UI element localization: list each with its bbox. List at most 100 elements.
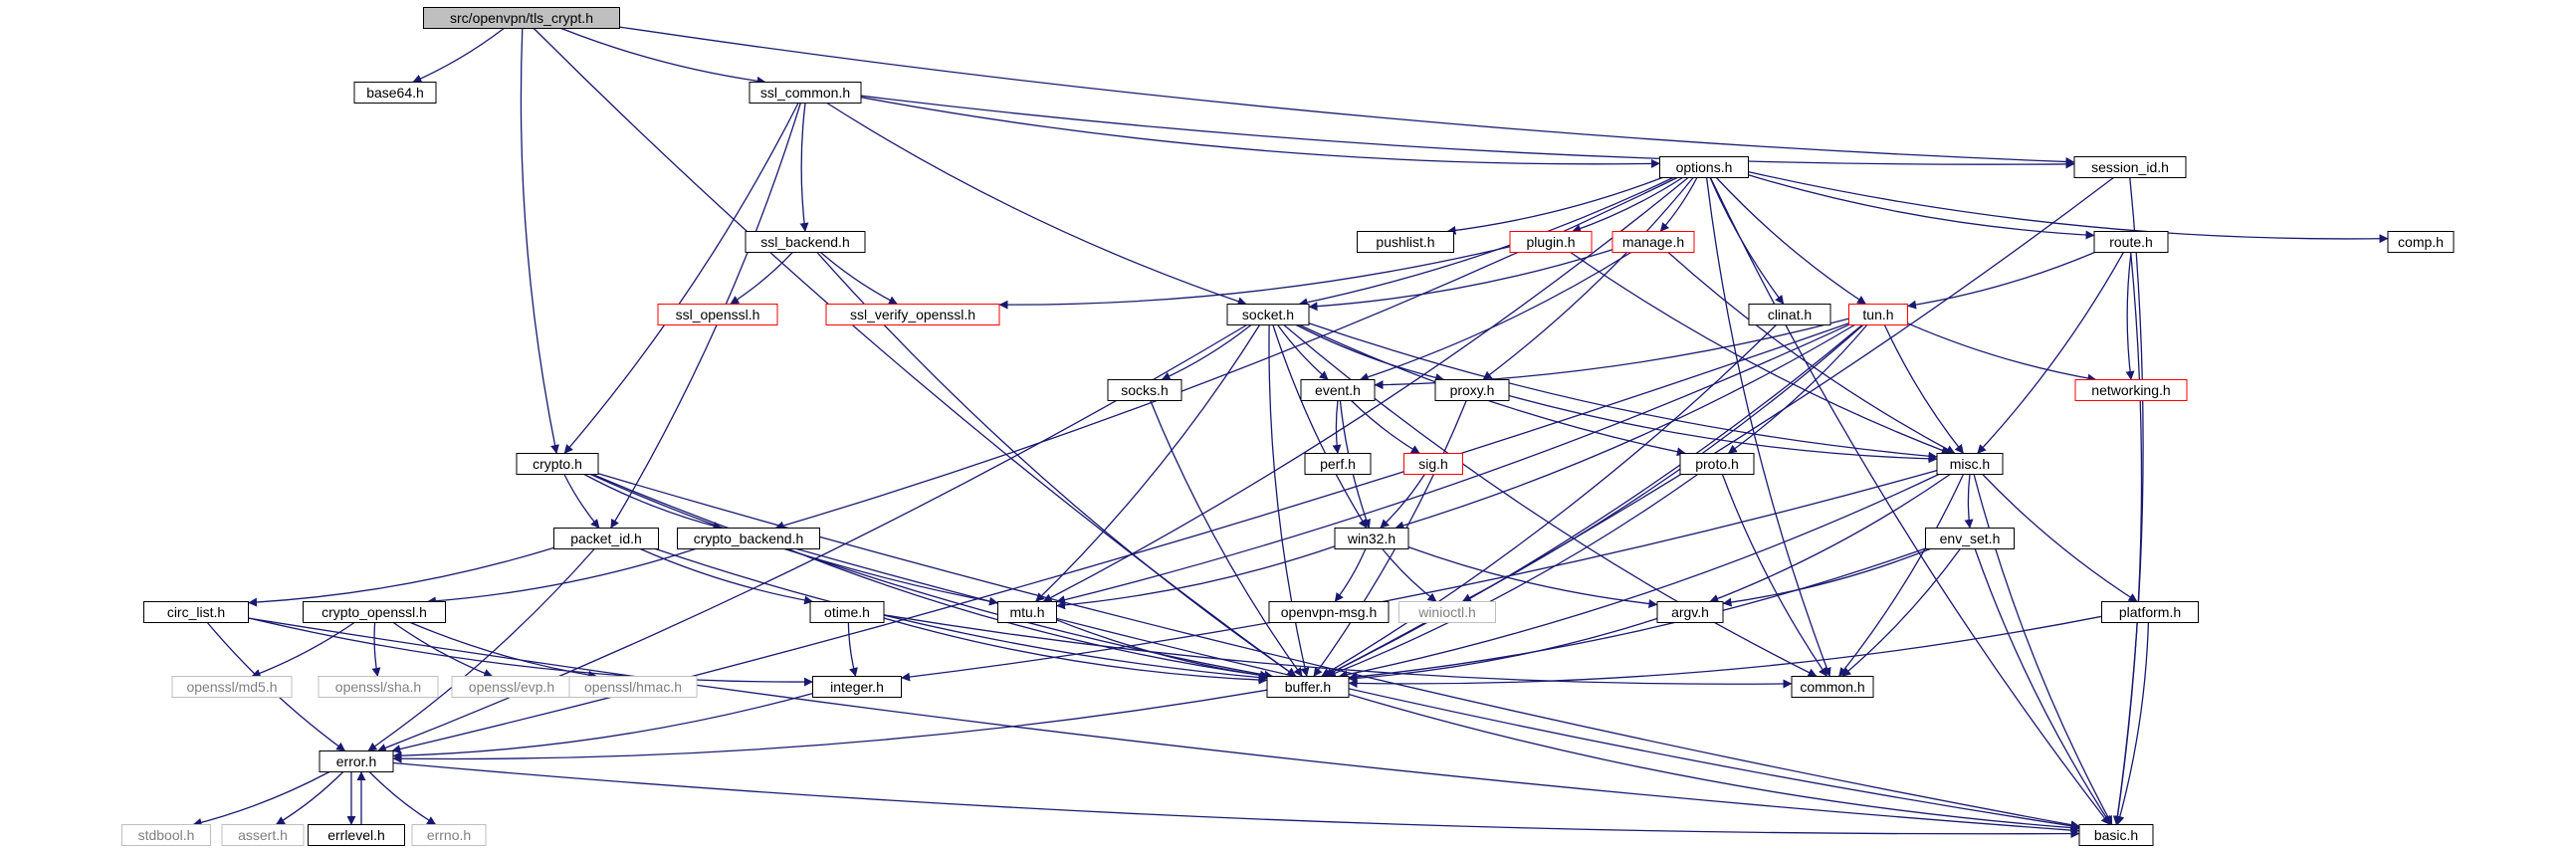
node-win32[interactable]: win32.h	[1334, 528, 1409, 549]
node-options[interactable]: options.h	[1659, 156, 1749, 178]
include-edge-socket-to-win32	[1272, 324, 1368, 529]
node-errlevel[interactable]: errlevel.h	[308, 824, 405, 846]
node-box	[1403, 453, 1463, 475]
include-edge-options-to-socket	[1298, 176, 1674, 308]
node-label: packet_id.h	[570, 531, 642, 546]
include-edge-env_set-to-buffer	[1348, 547, 1926, 682]
node-ssl-common[interactable]: ssl_common.h	[749, 82, 862, 104]
node-box	[997, 601, 1057, 623]
node-label: stdbool.h	[138, 827, 195, 843]
edge-layer	[192, 26, 2389, 839]
node-box	[2074, 379, 2188, 401]
node-tun[interactable]: tun.h	[1848, 304, 1908, 325]
node-clinat[interactable]: clinat.h	[1748, 304, 1831, 325]
include-edge-packet_id-to-otime	[640, 547, 814, 605]
include-edge-options-to-comp	[1748, 170, 2389, 244]
node-crypto-openssl[interactable]: crypto_openssl.h	[303, 601, 446, 623]
include-edge-tun-to-proto	[1727, 324, 1868, 455]
node-box	[812, 676, 902, 698]
include-edge-crypto_backend-to-crypto_openssl	[426, 547, 696, 606]
include-edge-crypto_openssl-to-openssl_md5	[251, 621, 355, 678]
node-ssl-openssl[interactable]: ssl_openssl.h	[657, 304, 778, 325]
node-pushlist[interactable]: pushlist.h	[1357, 231, 1454, 253]
node-label: errno.h	[427, 827, 471, 843]
node-label: socket.h	[1242, 307, 1294, 322]
node-label: networking.h	[2091, 382, 2170, 398]
node-box	[809, 601, 885, 623]
node-box	[1656, 601, 1724, 623]
node-label: options.h	[1676, 159, 1733, 175]
node-ssl-verify-openssl[interactable]: ssl_verify_openssl.h	[825, 304, 1000, 325]
node-crypto-backend[interactable]: crypto_backend.h	[677, 528, 820, 549]
node-label: platform.h	[2119, 604, 2181, 620]
node-perf[interactable]: perf.h	[1304, 453, 1372, 475]
node-event[interactable]: event.h	[1300, 379, 1376, 401]
include-edge-env_set-to-argv	[1722, 547, 1931, 607]
node-box	[745, 231, 866, 253]
node-mtu[interactable]: mtu.h	[997, 601, 1057, 623]
node-proxy[interactable]: proxy.h	[1434, 379, 1510, 401]
include-edge-ssl_common-to-options	[860, 97, 1660, 168]
node-label: base64.h	[366, 85, 424, 101]
node-openvpn-msg[interactable]: openvpn-msg.h	[1268, 601, 1390, 623]
node-label: openvpn-msg.h	[1281, 604, 1378, 620]
node-label: ssl_openssl.h	[676, 307, 760, 322]
include-edge-tls_crypt-to-buffer	[533, 28, 1297, 678]
node-box	[568, 676, 698, 698]
node-basic[interactable]: basic.h	[2078, 824, 2154, 846]
node-sig[interactable]: sig.h	[1403, 453, 1463, 475]
node-env-set[interactable]: env_set.h	[1925, 528, 2015, 549]
node-session-id[interactable]: session_id.h	[2073, 156, 2187, 178]
node-box	[1611, 231, 1695, 253]
node-circ-list[interactable]: circ_list.h	[143, 601, 249, 623]
include-edge-options-to-manage	[1659, 177, 1698, 232]
node-box	[2093, 231, 2169, 253]
node-packet-id[interactable]: packet_id.h	[553, 528, 659, 549]
node-box	[1268, 601, 1390, 623]
include-edge-error-to-stdbool	[192, 770, 330, 827]
node-plugin[interactable]: plugin.h	[1509, 231, 1593, 253]
include-edge-options-to-proxy	[1482, 177, 1694, 381]
include-edge-integer-to-error	[392, 692, 813, 760]
include-edge-sig-to-win32	[1380, 474, 1425, 529]
node-label: plugin.h	[1526, 234, 1575, 250]
node-base64[interactable]: base64.h	[353, 82, 437, 104]
node-common[interactable]: common.h	[1791, 676, 1874, 698]
include-edge-route-to-basic	[2113, 252, 2143, 825]
node-ssl-backend[interactable]: ssl_backend.h	[745, 231, 866, 253]
node-label: pushlist.h	[1376, 234, 1434, 250]
node-tls-crypt[interactable]: src/openvpn/tls_crypt.h	[423, 7, 620, 29]
include-edge-packet_id-to-circ_list	[248, 546, 554, 607]
node-platform[interactable]: platform.h	[2101, 601, 2199, 623]
node-misc[interactable]: misc.h	[1936, 453, 2004, 475]
node-label: errlevel.h	[327, 827, 385, 843]
node-label: src/openvpn/tls_crypt.h	[450, 10, 593, 26]
node-buffer[interactable]: buffer.h	[1266, 676, 1350, 698]
node-manage[interactable]: manage.h	[1611, 231, 1695, 253]
node-route[interactable]: route.h	[2093, 231, 2169, 253]
node-integer[interactable]: integer.h	[812, 676, 902, 698]
node-box	[1679, 453, 1755, 475]
node-label: manage.h	[1622, 234, 1684, 250]
include-edge-crypto-to-packet_id	[563, 474, 600, 529]
include-edge-tun-to-mtu	[1056, 323, 1849, 605]
include-edge-platform-to-buffer	[1348, 615, 2102, 689]
node-socket[interactable]: socket.h	[1226, 304, 1310, 325]
node-networking[interactable]: networking.h	[2074, 379, 2188, 401]
node-label: tun.h	[1862, 307, 1893, 322]
node-error[interactable]: error.h	[319, 750, 394, 772]
node-otime[interactable]: otime.h	[809, 601, 885, 623]
node-label: comp.h	[2398, 234, 2444, 250]
node-box	[1226, 304, 1310, 325]
include-edge-ssl_common-to-ssl_backend	[799, 103, 809, 232]
include-edge-otime-to-integer	[847, 622, 858, 677]
node-argv[interactable]: argv.h	[1656, 601, 1724, 623]
include-edge-platform-to-basic	[2115, 622, 2150, 825]
node-socks[interactable]: socks.h	[1107, 379, 1182, 401]
node-proto[interactable]: proto.h	[1679, 453, 1755, 475]
node-comp[interactable]: comp.h	[2387, 231, 2455, 253]
node-box	[221, 824, 305, 846]
node-crypto[interactable]: crypto.h	[516, 453, 599, 475]
node-label: openssl/hmac.h	[584, 679, 682, 695]
include-edge-error-to-assert	[275, 771, 344, 826]
